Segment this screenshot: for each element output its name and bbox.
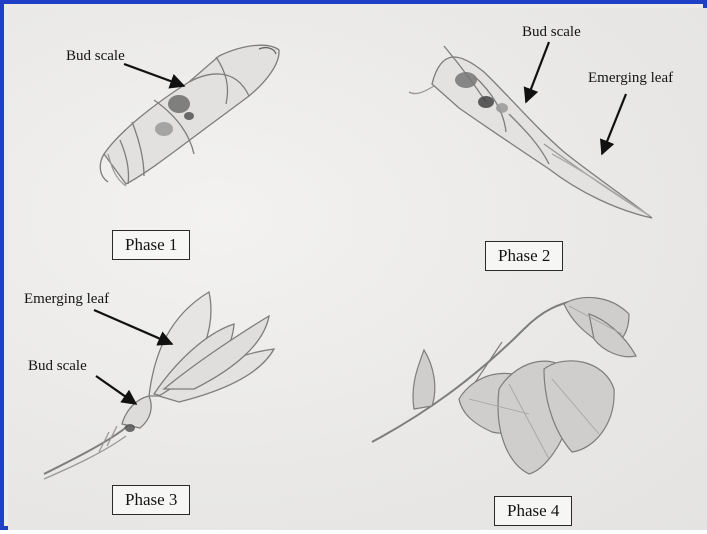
arrow-p3-bud-scale: [96, 376, 136, 404]
arrow-p2-bud-scale: [526, 42, 549, 102]
phase-4-label: Phase 4: [494, 496, 572, 526]
label-p3-emerging-leaf: Emerging leaf: [24, 291, 109, 308]
phase-1-label: Phase 1: [112, 230, 190, 260]
label-p2-bud-scale: Bud scale: [522, 24, 581, 41]
phase3-shoot-drawing: [44, 292, 274, 479]
phase-3-label: Phase 3: [112, 485, 190, 515]
arrow-p3-emerging-leaf: [94, 310, 172, 344]
phase3-bud-markings: [125, 424, 135, 432]
label-p1-bud-scale: Bud scale: [66, 48, 125, 65]
phase4-shoot-drawing: [372, 297, 636, 474]
label-p3-bud-scale: Bud scale: [28, 358, 87, 375]
arrow-p2-emerging-leaf: [602, 94, 626, 154]
arrow-p1-bud-scale: [124, 64, 184, 86]
phase-2-label: Phase 2: [485, 241, 563, 271]
label-p2-emerging-leaf: Emerging leaf: [588, 70, 673, 87]
